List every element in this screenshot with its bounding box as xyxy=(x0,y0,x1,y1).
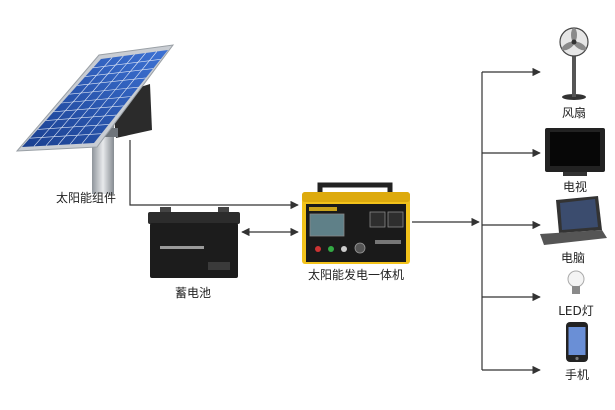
solar-panel-label: 太阳能组件 xyxy=(56,190,116,205)
inverter-name-strip xyxy=(309,207,337,211)
battery-icon xyxy=(148,207,240,278)
fan-pole xyxy=(572,55,576,97)
led-label: LED灯 xyxy=(558,304,594,318)
phone-label: 手机 xyxy=(565,368,589,382)
inverter-unit-icon xyxy=(302,182,410,264)
panel-grid-line xyxy=(29,133,102,139)
fan-blade-2 xyxy=(573,41,587,51)
tv-label: 电视 xyxy=(563,179,587,194)
panel-cell-grid xyxy=(29,51,161,147)
tv-screen xyxy=(550,132,600,166)
panel-grid-line xyxy=(85,68,154,77)
battery-terminal-right xyxy=(218,207,229,213)
battery-label: 蓄电池 xyxy=(175,286,211,300)
laptop-screen xyxy=(560,199,598,230)
inverter-label: 太阳能发电一体机 xyxy=(308,267,404,282)
battery-lid xyxy=(148,212,240,224)
led-bulb-icon xyxy=(567,270,585,294)
inverter-brand-strip xyxy=(375,240,401,244)
bulb-base xyxy=(572,286,580,294)
solar-panel-icon xyxy=(15,44,175,194)
phone-icon xyxy=(566,322,588,362)
fan-icon xyxy=(559,27,589,100)
laptop-label: 电脑 xyxy=(561,251,585,265)
panel-to-inverter-line xyxy=(129,140,299,210)
fan-blade-1 xyxy=(571,28,577,42)
battery-label-box xyxy=(208,262,230,270)
inverter-lcd-display xyxy=(309,213,345,237)
inverter-socket-2 xyxy=(387,211,404,228)
inverter-button-red xyxy=(315,246,321,252)
panel-grid-line xyxy=(77,77,146,86)
panel-grid-line xyxy=(93,59,161,69)
panel-grid-line xyxy=(61,96,132,104)
laptop-icon xyxy=(540,196,607,245)
fan-blade-3 xyxy=(561,41,575,51)
inverter-button-white xyxy=(341,246,347,252)
fan-label: 风扇 xyxy=(562,105,586,120)
fan-hub xyxy=(571,39,577,45)
panel-cells xyxy=(22,50,168,147)
battery-label-strip xyxy=(160,246,204,249)
inverter-handle xyxy=(317,182,393,194)
tv-stand xyxy=(563,172,587,176)
inverter-button-green xyxy=(328,246,334,252)
panel-grid-line xyxy=(53,105,124,113)
inverter-socket-1 xyxy=(369,211,386,228)
panel-grid-line xyxy=(69,86,139,95)
tv-icon xyxy=(545,128,605,176)
laptop-base xyxy=(540,230,607,245)
phone-home-button xyxy=(575,356,579,361)
bulb-glass xyxy=(567,270,585,288)
battery-terminal-left xyxy=(160,207,171,213)
phone-screen xyxy=(568,327,586,355)
panel-grid-line xyxy=(45,114,117,121)
panel-grid-line xyxy=(37,124,109,130)
inverter-dial xyxy=(354,242,366,254)
inverter-top-strip xyxy=(302,192,410,202)
